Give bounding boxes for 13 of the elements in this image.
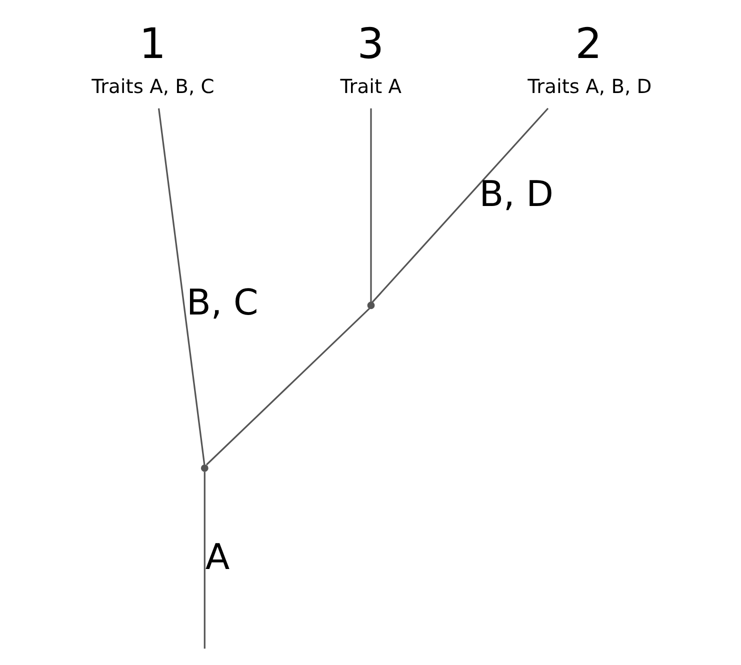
node-text: 3 Trait A: [340, 18, 401, 98]
connector: [371, 108, 548, 303]
connector: [203, 472, 205, 649]
edge-label: A: [204, 536, 230, 578]
node-point: [200, 464, 208, 472]
node-text: 1 Traits A, B, C: [91, 18, 214, 98]
edge-label: B, C: [186, 282, 258, 324]
node-point: [366, 302, 374, 310]
edge-label: B, D: [478, 174, 553, 216]
connector: [205, 308, 370, 466]
node-text: 2 Traits A, B, D: [527, 18, 652, 98]
connector: [370, 108, 372, 302]
connector: [157, 108, 205, 465]
